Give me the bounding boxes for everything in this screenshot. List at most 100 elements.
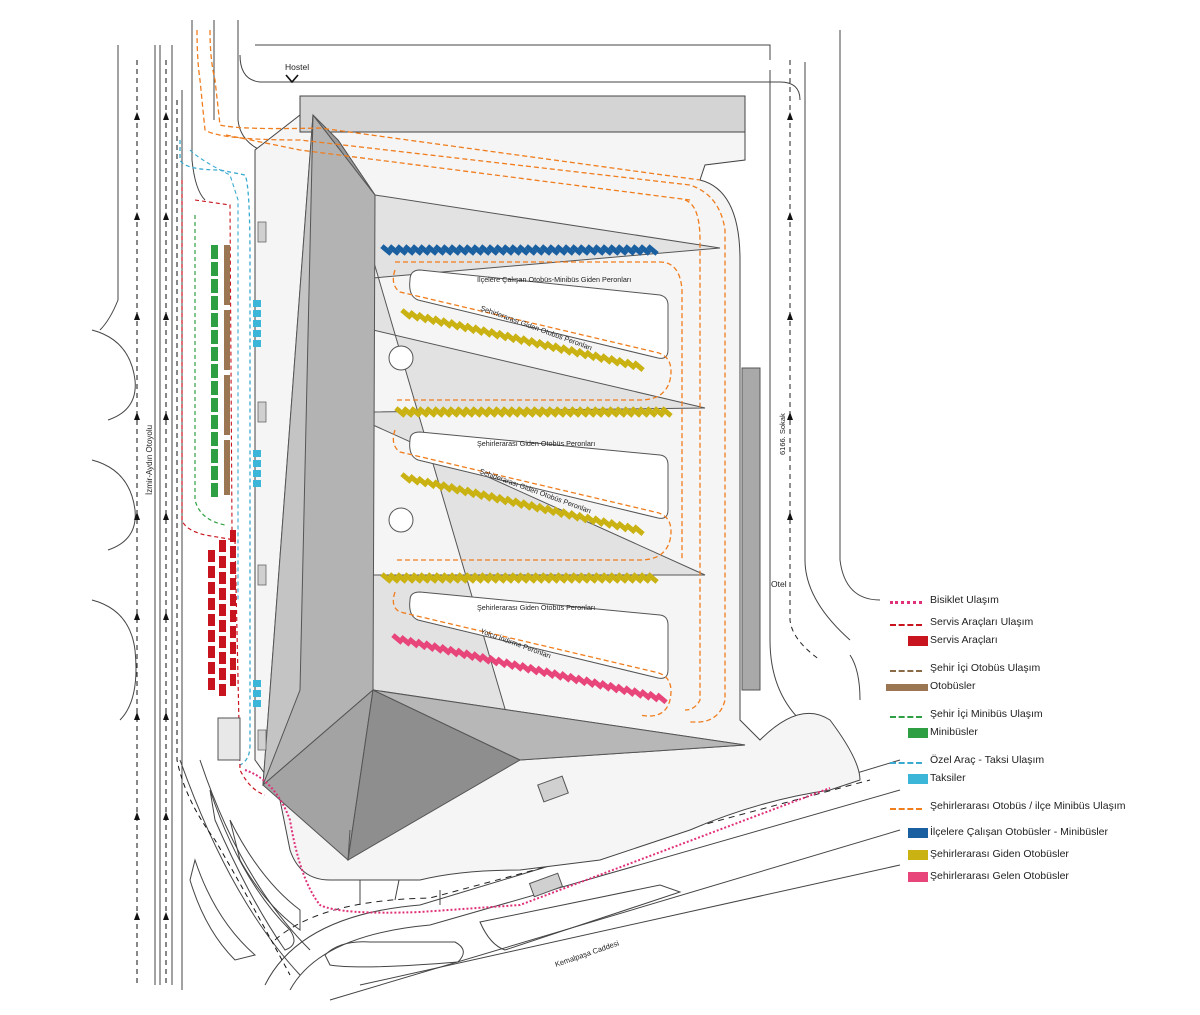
legend-item: Servis Araçları [880,632,1180,654]
intercity-arrival-bay [511,660,524,672]
intercity-departure-bay [456,320,469,333]
legend-symbol [908,636,928,646]
intercity-departure-bay [504,331,517,344]
intercity-departure-bay [408,310,421,322]
intercity-departure-bay [544,340,557,353]
intercity-departure-bay [622,406,635,418]
intercity-departure-bay [528,337,541,349]
intercity-departure-bay [520,335,533,347]
intercity-departure-bay [616,356,629,369]
intercity-arrival-bay [519,662,532,674]
district-bus-bay [646,244,659,256]
otel-label: Otel [771,579,787,589]
west-road-label: İzmir-Aydın Otoyolu [145,425,154,495]
intercity-departure-bay [380,572,393,584]
intercity-arrival-bay [431,642,444,654]
city-bus-bays [224,245,230,495]
east-access-road [789,60,821,661]
intercity-departure-bay [512,497,525,509]
intercity-departure-bay [608,572,621,584]
intercity-arrival-bay [487,654,500,667]
legend-item: Şehirlerarası Gelen Otobüsler [880,868,1180,890]
intercity-arrival-bay [559,671,572,683]
intercity-departure-bay [608,519,621,531]
north-east-roads [239,30,881,721]
intercity-arrival-bay [391,633,404,645]
intercity-arrival-bay [591,678,604,690]
intercity-departure-bay [616,520,629,533]
district-bus-bay [410,244,424,256]
district-bus-bay [479,244,492,256]
district-bus-bay [570,244,583,256]
intercity-arrival-bay [455,647,468,660]
intercity-departure-bay [638,572,652,584]
intercity-departure-bay [432,406,445,418]
intercity-departure-bay [546,406,559,418]
platform-label-1: İlçelere Çalışan Otobüs-Minibüs Giden Pe… [477,275,631,284]
platform-islands [388,269,669,679]
intercity-departure-bay [425,572,439,584]
minibus-bays [211,245,218,497]
intercity-departure-bay [432,479,445,491]
intercity-arrival-bay [471,651,484,663]
intercity-departure-bay [600,353,613,365]
district-bus-bay [387,244,401,256]
legend-symbol [890,716,922,718]
legend-label: Minibüsler [930,726,978,738]
intercity-departure-bay [600,572,614,584]
legend-item: Şehirlerarası Giden Otobüsler [880,846,1180,868]
platform-bays [380,244,673,705]
intercity-departure-bay [456,572,469,584]
legend-symbol [908,828,928,838]
intercity-departure-bay [615,572,629,584]
intercity-arrival-bay [655,692,668,705]
intercity-departure-bay [424,313,437,326]
intercity-departure-bay [600,517,613,529]
intercity-departure-bay [512,333,525,345]
intercity-departure-bay [614,406,628,418]
intercity-departure-bay [629,406,643,418]
legend-label: Taksiler [930,772,966,784]
intercity-departure-bay [439,406,453,418]
district-bus-bay [577,244,591,256]
legend-label: Şehir İçi Minibüs Ulaşım [930,708,1043,720]
intercity-departure-bay [401,406,415,418]
legend-label: Şehirlerarası Otobüs / ilçe Minibüs Ulaş… [930,800,1126,812]
south-structure [537,775,569,803]
legend-item: Şehir İçi Minibüs Ulaşım [880,706,1180,728]
intercity-departure-bay [471,572,484,584]
district-bus-bay [463,244,477,256]
minibus-route [194,215,226,526]
legend-symbol [886,684,928,691]
west-pavilion-1 [257,221,267,243]
intercity-departure-bay [555,572,568,584]
legend-label: Servis Araçları Ulaşım [930,616,1034,628]
intercity-departure-bay [448,483,461,495]
intercity-departure-bay [646,572,659,584]
district-bus-bay [501,244,515,256]
legend-symbol [908,850,928,860]
intercity-arrival-bay [607,681,620,694]
intercity-departure-bay [508,406,521,418]
legend-item: Taksiler [880,770,1180,792]
intercity-departure-bay [470,406,483,418]
intercity-departure-bay [608,355,621,367]
legend-item: Bisiklet Ulaşım [880,592,1180,614]
intercity-route [196,29,726,723]
west-pavilion-2 [257,401,267,423]
district-bus-bay [509,244,522,256]
intercity-departure-bay [394,406,407,418]
intercity-arrival-bay [463,649,476,661]
intercity-departure-bay [524,572,538,584]
legend-symbol [908,728,928,738]
intercity-departure-bay [456,484,469,497]
district-bus-bay [631,244,644,256]
south-road-label: Kemalpaşa Caddesi [554,938,621,968]
intercity-departure-bay [592,515,605,527]
intercity-departure-bay [538,406,552,418]
intercity-departure-bay [552,342,565,354]
intercity-departure-bay [576,511,589,524]
legend-item: İlçelere Çalışan Otobüsler - Minibüsler [880,824,1180,846]
intercity-departure-bay [560,508,573,520]
intercity-departure-bay [652,406,666,418]
